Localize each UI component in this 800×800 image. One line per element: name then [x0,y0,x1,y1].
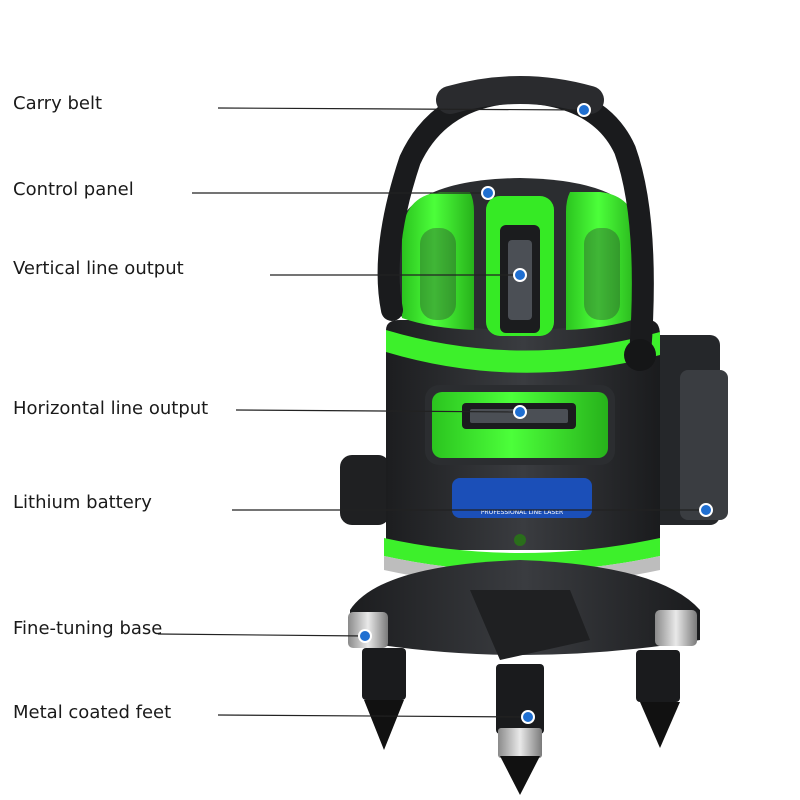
callout-dots [358,103,713,724]
brand-badge: PROFESSIONAL LINE LASER [452,478,592,518]
feet [362,648,680,795]
callout-dot-carry-belt [577,103,591,117]
label-lithium-battery: Lithium battery [13,492,152,513]
callout-dot-control-panel [481,186,495,200]
badge-text: PROFESSIONAL LINE LASER [481,509,563,516]
callout-dot-horizontal-line-output [513,405,527,419]
label-horizontal-line-output: Horizontal line output [13,398,209,419]
horizontal-window [425,385,615,465]
callout-dot-fine-tuning-base [358,629,372,643]
callout-dot-lithium-battery [699,503,713,517]
head-assembly [395,178,645,336]
callout-dot-vertical-line-output [513,268,527,282]
side-knob [340,455,390,525]
label-control-panel: Control panel [13,179,134,200]
callout-lines [157,107,706,718]
label-carry-belt: Carry belt [13,93,103,114]
label-fine-tuning-base: Fine-tuning base [13,618,163,639]
label-metal-coated-feet: Metal coated feet [13,702,172,723]
callout-dot-metal-coated-feet [521,710,535,724]
label-vertical-line-output: Vertical line output [13,258,184,279]
fine-tuning-base [350,560,700,660]
